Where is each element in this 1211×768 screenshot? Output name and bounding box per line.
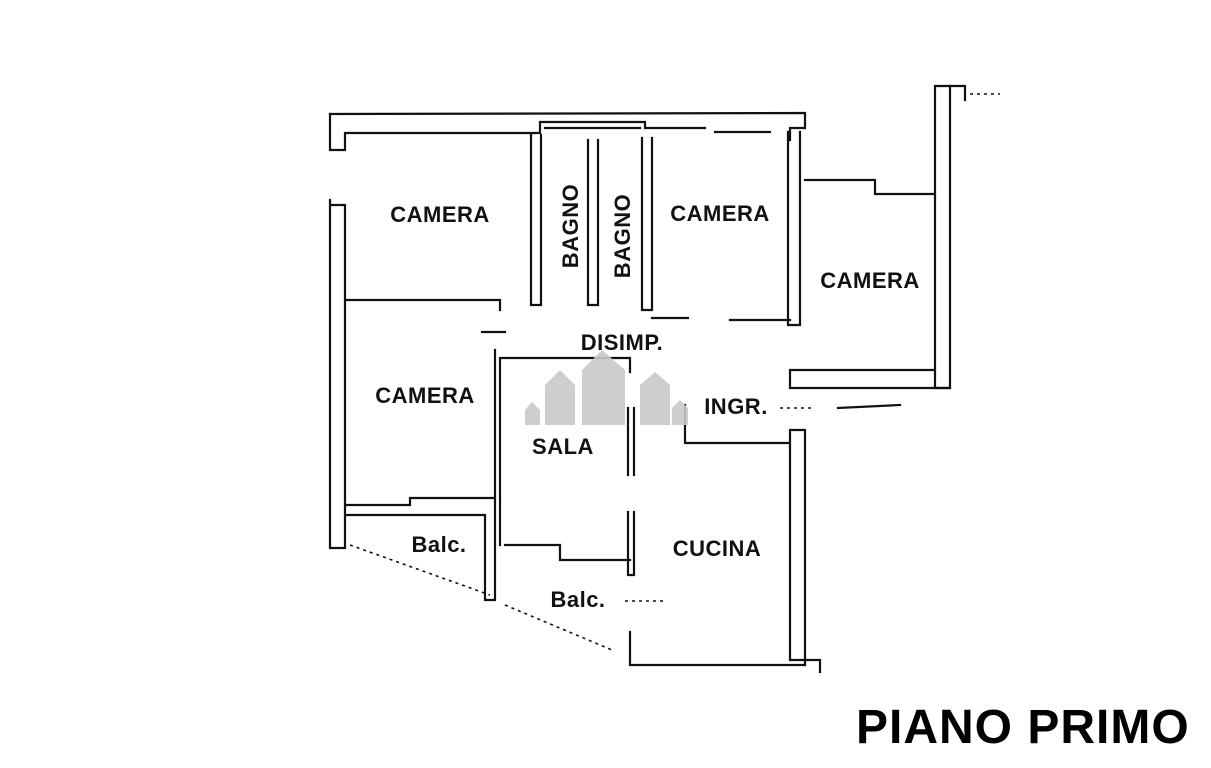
room-label-disimpegno: DISIMP.: [581, 330, 664, 355]
wall-bagno-right: [640, 136, 654, 312]
wall-camera-tl-bottom: [345, 298, 502, 312]
wall-bagno-divider: [586, 138, 600, 307]
room-label-camera-right: CAMERA: [820, 268, 920, 293]
room-label-ingresso: INGR.: [704, 394, 768, 419]
wall-cucina-bottom: [628, 630, 807, 667]
wall-right-wing-right: [933, 84, 952, 390]
room-label-cucina: CUCINA: [673, 536, 762, 561]
wall-sala-divider-low: [626, 510, 636, 577]
walls: [328, 84, 967, 674]
wall-cucina-right: [788, 443, 822, 674]
wall-right-wing-bottom: [788, 368, 952, 390]
room-label-camera-top-middle: CAMERA: [670, 201, 770, 226]
wall-top-outer: [328, 111, 807, 142]
balcony-bottom-edge: [504, 604, 613, 651]
wall-top-inner: [328, 112, 707, 152]
wall-sala-divider: [626, 406, 636, 477]
room-label-balcone-left: Balc.: [411, 532, 466, 557]
wall-entrance-dash: [836, 403, 902, 410]
floor-title: PIANO PRIMO: [856, 701, 1190, 754]
wall-sala-bottom: [503, 543, 632, 562]
room-label-bagno-1: BAGNO: [558, 184, 583, 268]
wall-cucina-top: [683, 403, 807, 667]
wall-sala-top: [498, 356, 632, 374]
room-label-sala: SALA: [532, 434, 594, 459]
balcony-edges: [349, 93, 1000, 651]
room-label-bagno-2: BAGNO: [610, 194, 635, 278]
room-label-balcone-bottom: Balc.: [550, 587, 605, 612]
wall-left-outer: [328, 198, 347, 550]
watermark-icon: [525, 350, 688, 425]
wall-camera-tm-right: [786, 130, 802, 327]
wall-sala-left: [343, 348, 497, 602]
wall-camera-left-bottom: [343, 496, 497, 507]
wall-camera-tl-right: [529, 133, 543, 307]
room-label-camera-left: CAMERA: [375, 383, 475, 408]
room-label-camera-top-left: CAMERA: [390, 202, 490, 227]
wall-right-wing-top: [803, 84, 967, 196]
